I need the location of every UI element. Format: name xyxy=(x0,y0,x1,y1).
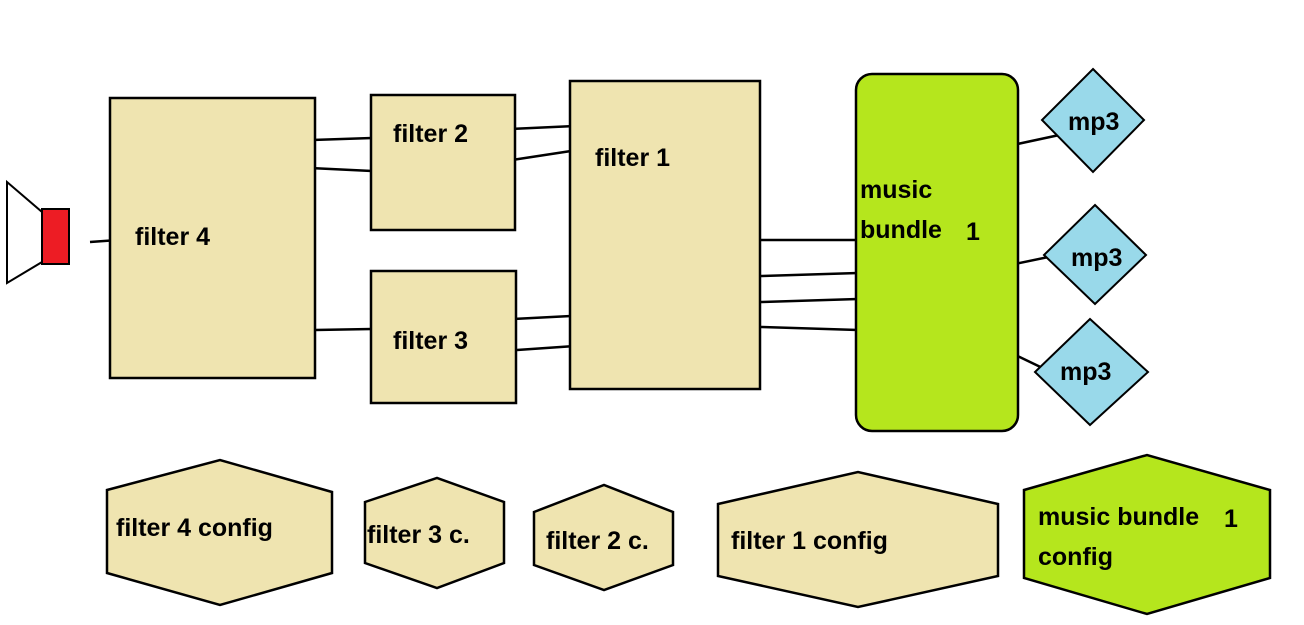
music-bundle-config[interactable]: music bundle 1 config xyxy=(1022,453,1272,616)
filter4-label: filter 4 xyxy=(135,223,210,251)
filter4-config[interactable]: filter 4 config xyxy=(105,458,334,607)
connector-filter2-filter1-a xyxy=(509,124,576,131)
music-bundle-label-line1: music xyxy=(860,176,932,204)
mp3-label-1: mp3 xyxy=(1068,108,1119,136)
filter1-config[interactable]: filter 1 config xyxy=(716,470,1000,609)
filter2-box[interactable]: filter 2 xyxy=(369,93,517,232)
connector-filter1-bundle-c xyxy=(760,297,859,304)
music-bundle-box[interactable]: music bundle 1 xyxy=(854,72,1020,433)
filter3-label: filter 3 xyxy=(393,327,468,355)
speaker-icon xyxy=(6,179,70,285)
connector-filter4-filter3 xyxy=(314,327,373,332)
mp3-node-1[interactable]: mp3 xyxy=(1040,67,1146,174)
music-bundle-config-label-line1: music bundle xyxy=(1038,503,1199,531)
filter1-config-label: filter 1 config xyxy=(731,527,888,555)
speaker-driver xyxy=(41,208,70,265)
connector-filter3-filter1-a xyxy=(512,314,572,321)
connector-filter4-filter2-a xyxy=(311,136,373,142)
filter4-box[interactable]: filter 4 xyxy=(108,96,317,380)
filter3-box[interactable]: filter 3 xyxy=(369,269,518,405)
filter4-config-label: filter 4 config xyxy=(116,514,273,542)
filter2-config[interactable]: filter 2 c. xyxy=(532,483,675,592)
filter2-config-label: filter 2 c. xyxy=(546,527,649,555)
music-bundle-label-number: 1 xyxy=(966,218,980,246)
filter3-config-label: filter 3 c. xyxy=(367,521,470,549)
connector-filter4-filter2-b xyxy=(309,166,373,173)
connector-filter1-bundle-b xyxy=(760,271,859,278)
mp3-node-3[interactable]: mp3 xyxy=(1033,317,1150,427)
speaker-cone xyxy=(6,179,43,285)
filter2-label: filter 2 xyxy=(393,120,468,148)
filter1-box[interactable]: filter 1 xyxy=(568,79,762,391)
music-bundle-label-line2: bundle xyxy=(860,216,942,244)
filter1-label: filter 1 xyxy=(595,144,670,172)
connector-filter1-bundle-d xyxy=(760,325,859,332)
filter3-config[interactable]: filter 3 c. xyxy=(363,476,506,590)
music-bundle-config-label-line2: config xyxy=(1038,543,1113,571)
music-bundle-config-label-number: 1 xyxy=(1224,505,1238,533)
connector-filter2-filter1-b xyxy=(511,149,572,162)
mp3-node-2[interactable]: mp3 xyxy=(1042,203,1148,306)
mp3-label-2: mp3 xyxy=(1071,244,1122,272)
connector-filter3-filter1-b xyxy=(516,344,576,352)
mp3-label-3: mp3 xyxy=(1060,358,1111,386)
